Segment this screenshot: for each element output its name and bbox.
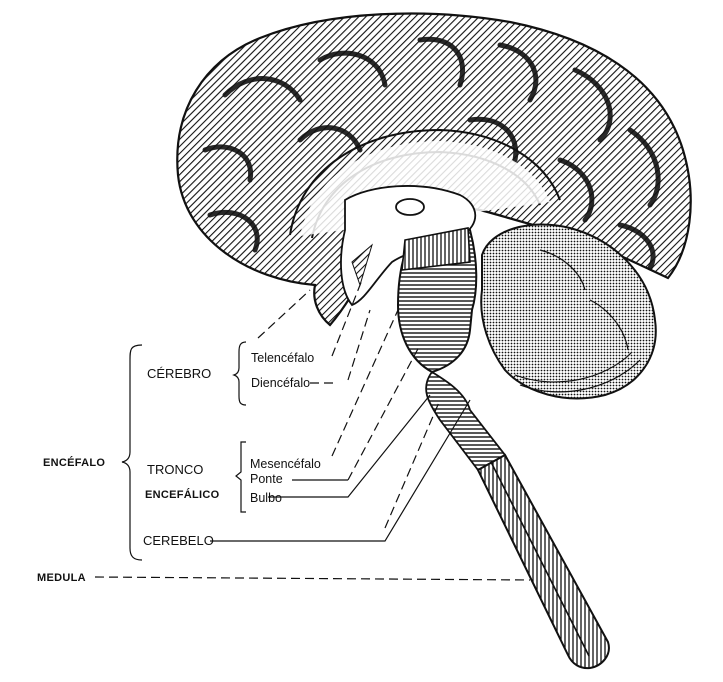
brace-cerebro [234, 342, 246, 405]
label-mesencefalo: Mesencéfalo [250, 457, 321, 471]
brace-encefalo [122, 345, 142, 560]
label-cerebelo: CEREBELO [143, 533, 214, 548]
label-medula: MEDULA [37, 572, 86, 584]
label-tronco: TRONCO [147, 462, 203, 477]
label-bulbo: Bulbo [250, 491, 282, 505]
brace-tronco [236, 442, 246, 512]
label-diencefalo: Diencéfalo [251, 376, 310, 390]
medulla-shape [426, 372, 505, 470]
label-encefalico: ENCEFÁLICO [145, 488, 220, 501]
label-cerebro: CÉREBRO [147, 366, 211, 381]
label-encefalo: ENCÉFALO [43, 456, 105, 469]
label-ponte: Ponte [250, 472, 283, 486]
label-telencefalo: Telencéfalo [251, 351, 314, 365]
spinal-cord-shape [478, 455, 609, 668]
